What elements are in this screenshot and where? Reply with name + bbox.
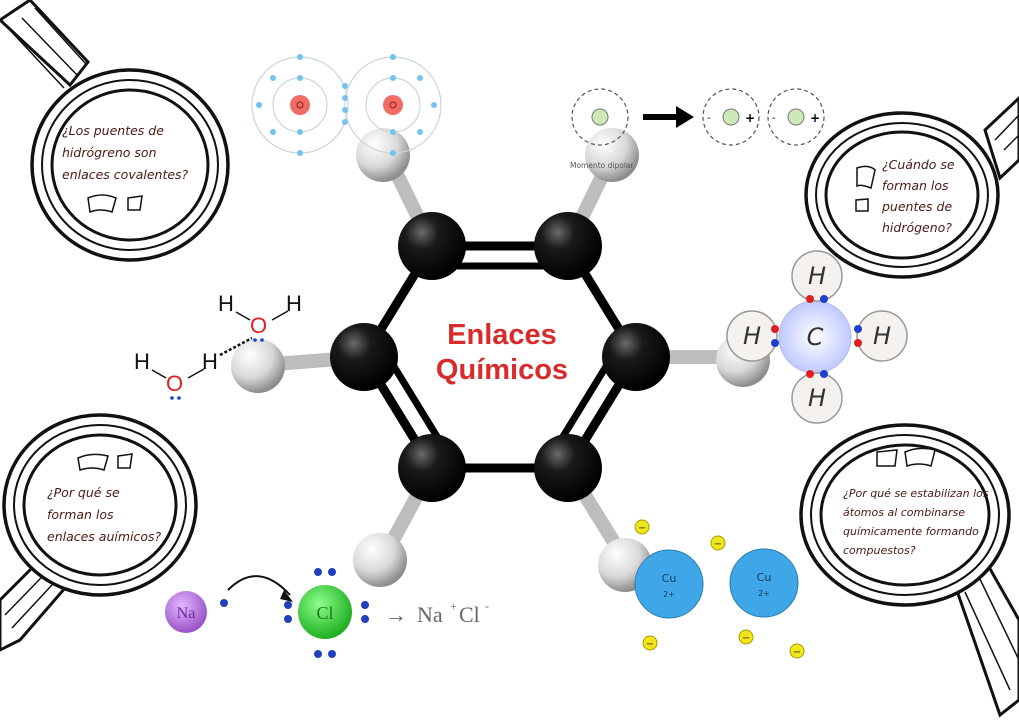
benzene-molecule (231, 128, 770, 592)
title-line-2: Químicos (435, 354, 569, 386)
svg-text:−: − (646, 639, 654, 650)
svg-text:Cl: Cl (316, 603, 333, 623)
svg-text:Cl: Cl (459, 602, 480, 627)
methane-h-left: H (743, 322, 761, 350)
svg-text:O: O (166, 371, 183, 396)
svg-text:+: + (450, 599, 457, 613)
question-bottom-left: ¿Por qué se forman los enlaces auímicos? (47, 485, 162, 544)
magnifier-bottom-right (799, 423, 1019, 718)
svg-text:H: H (218, 291, 234, 316)
svg-text:−: − (742, 633, 750, 644)
svg-text:2+: 2+ (758, 589, 770, 598)
magnifier-bottom-left (0, 413, 198, 652)
question-top-right: ¿Cuándo se forman los puentes de hidróge… (882, 157, 955, 235)
svg-text:-: - (707, 113, 711, 124)
page-title: Enlaces Químicos (402, 318, 602, 388)
methane-h-right: H (873, 322, 891, 350)
title-line-1: Enlaces (447, 319, 557, 351)
question-bottom-right: ¿Por qué se estabilizan los átomos al co… (843, 487, 989, 557)
svg-text:+: + (810, 111, 820, 125)
methane-h-bottom: H (808, 384, 826, 412)
svg-text:−: − (714, 539, 722, 550)
copper-metallic-bond: Cu 2+ Cu 2+ − − − − − (634, 519, 805, 659)
svg-text:Cu: Cu (662, 572, 677, 585)
dipole-diagram: - + - + Momento dipolar (570, 88, 825, 170)
svg-text:Cu: Cu (757, 571, 772, 584)
oxygen-covalent-diagram (251, 54, 442, 156)
carbon-atoms (330, 212, 670, 502)
methane-h-top: H (808, 262, 826, 290)
dipole-label: Momento dipolar (570, 161, 635, 170)
svg-text:H: H (134, 349, 150, 374)
methane-diagram: H H H H C (726, 250, 908, 424)
svg-text:→: → (385, 602, 407, 627)
svg-text:H: H (286, 291, 302, 316)
svg-text:O: O (250, 313, 267, 338)
svg-text:+: + (745, 111, 755, 125)
svg-text:Na: Na (177, 605, 196, 622)
magnifier-top-left (0, 0, 230, 262)
question-top-left: ¿Los puentes de hidrógreno son enlaces c… (62, 123, 189, 182)
svg-text:−: − (638, 523, 646, 534)
svg-text:-: - (772, 113, 776, 124)
svg-text:Na: Na (417, 602, 443, 627)
svg-text:2+: 2+ (663, 590, 675, 599)
svg-text:H: H (202, 349, 218, 374)
svg-text:-: - (485, 599, 489, 613)
magnifier-top-right (804, 95, 1019, 279)
svg-text:−: − (793, 647, 801, 658)
methane-c: C (807, 323, 824, 351)
water-hydrogen-bond: H H O H H O (134, 291, 302, 400)
nacl-ionic-bond: Na Cl → Na + Cl - (165, 568, 489, 658)
